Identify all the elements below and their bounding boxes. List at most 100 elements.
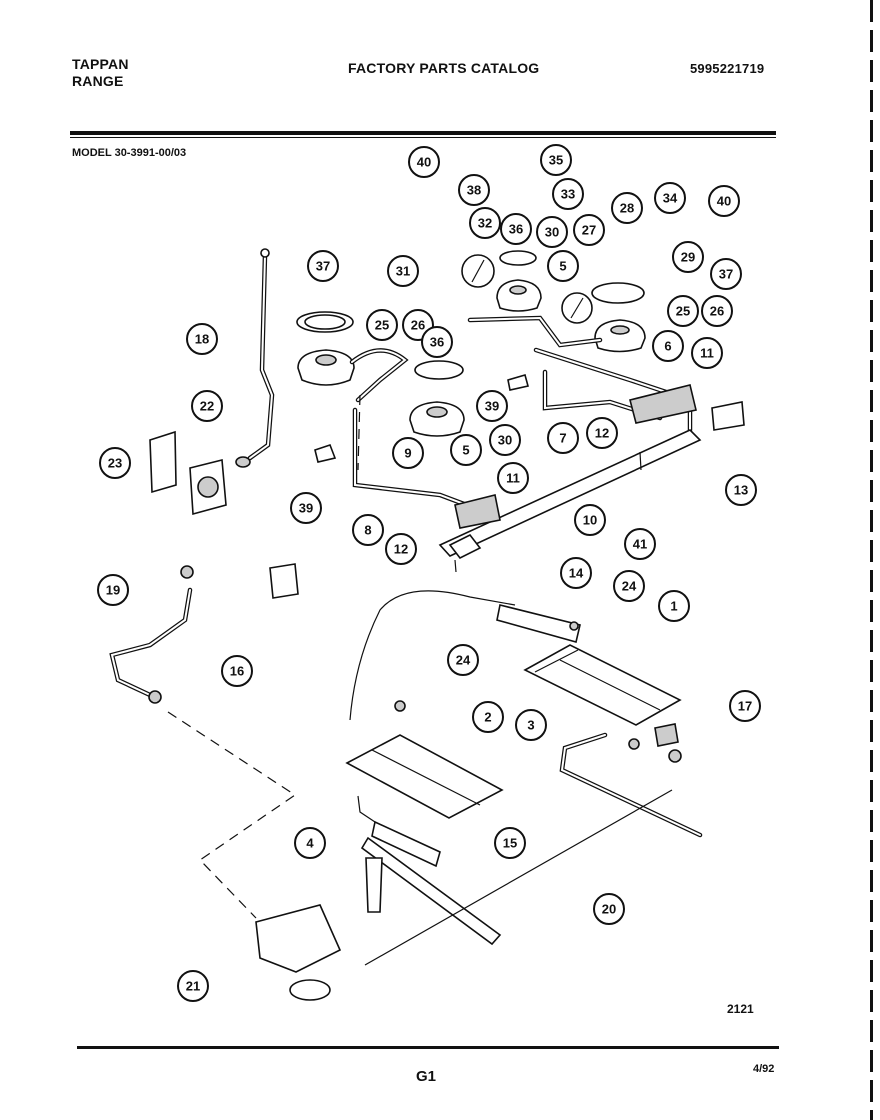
callout-27: 27 [573,214,605,246]
callout-circle [366,309,398,341]
callout-circle [469,207,501,239]
callout-circle [658,590,690,622]
callout-circle [500,213,532,245]
callout-number: 29 [681,250,695,265]
callout-30: 30 [536,216,568,248]
callout-6: 6 [652,330,684,362]
callout-26: 26 [701,295,733,327]
callout-circle [574,504,606,536]
callout-circle [450,434,482,466]
callout-number: 32 [478,216,492,231]
callout-number: 28 [620,201,634,216]
callout-circle [536,216,568,248]
callout-circle [494,827,526,859]
callout-24: 24 [447,644,479,676]
callout-number: 16 [230,664,244,679]
callout-number: 13 [734,483,748,498]
callout-circle [613,570,645,602]
callout-number: 10 [583,513,597,528]
callout-number: 2 [484,710,491,725]
callout-13: 13 [725,474,757,506]
callout-4: 4 [294,827,326,859]
callout-number: 33 [561,187,575,202]
callout-circle [385,533,417,565]
callout-number: 5 [462,443,469,458]
callout-number: 6 [664,339,671,354]
callout-number: 40 [717,194,731,209]
callout-number: 17 [738,699,752,714]
callout-number: 27 [582,223,596,238]
callout-number: 40 [417,155,431,170]
callout-number: 15 [503,836,517,851]
brand-line-1: TAPPAN [72,56,129,72]
page-frame-edge [870,0,873,1120]
callout-14: 14 [560,557,592,589]
callout-9: 9 [392,437,424,469]
callout-36: 36 [500,213,532,245]
callout-number: 9 [404,446,411,461]
callout-number: 12 [595,426,609,441]
callout-circle [586,417,618,449]
callout-21: 21 [177,970,209,1002]
callout-39: 39 [290,492,322,524]
callout-number: 37 [719,267,733,282]
callout-number: 11 [700,346,714,361]
callout-number: 35 [549,153,563,168]
callout-32: 32 [469,207,501,239]
callout-circle [708,185,740,217]
callout-24: 24 [613,570,645,602]
callout-31: 31 [387,255,419,287]
callout-number: 4 [306,836,314,851]
callout-number: 5 [559,259,566,274]
callout-circle [547,250,579,282]
callout-circle [387,255,419,287]
callout-20: 20 [593,893,625,925]
callout-37: 37 [710,258,742,290]
callout-number: 31 [396,264,410,279]
callout-circle [191,390,223,422]
callout-circle [392,437,424,469]
diagram-code: 2121 [727,1002,754,1016]
callout-12: 12 [385,533,417,565]
diagram-artwork [109,248,745,1001]
callout-10: 10 [574,504,606,536]
callout-circle [652,330,684,362]
callout-41: 41 [624,528,656,560]
callout-5: 5 [450,434,482,466]
callout-38: 38 [458,174,490,206]
callout-34: 34 [654,182,686,214]
callout-number: 26 [411,318,425,333]
callout-circle [221,655,253,687]
callout-number: 21 [186,979,200,994]
callout-circle [290,492,322,524]
callout-number: 25 [375,318,389,333]
callout-23: 23 [99,447,131,479]
callout-7: 7 [547,422,579,454]
callout-15: 15 [494,827,526,859]
callout-number: 8 [364,523,371,538]
callout-30: 30 [489,424,521,456]
callout-8: 8 [352,514,384,546]
callout-25: 25 [366,309,398,341]
callout-18: 18 [186,323,218,355]
callout-circle [307,250,339,282]
callout-number: 37 [316,259,330,274]
footer-rule [77,1046,779,1049]
callout-circle [458,174,490,206]
callout-number: 12 [394,542,408,557]
callout-number: 24 [456,653,471,668]
page-code: G1 [416,1068,437,1085]
callout-circle [515,709,547,741]
callout-36: 36 [421,326,453,358]
callout-number: 18 [195,332,209,347]
callout-number: 39 [485,399,499,414]
callout-circle [710,258,742,290]
callout-circle [99,447,131,479]
callout-circle [352,514,384,546]
callout-circle [729,690,761,722]
callout-circle [472,701,504,733]
brand-line-2: RANGE [72,73,124,89]
callout-16: 16 [221,655,253,687]
